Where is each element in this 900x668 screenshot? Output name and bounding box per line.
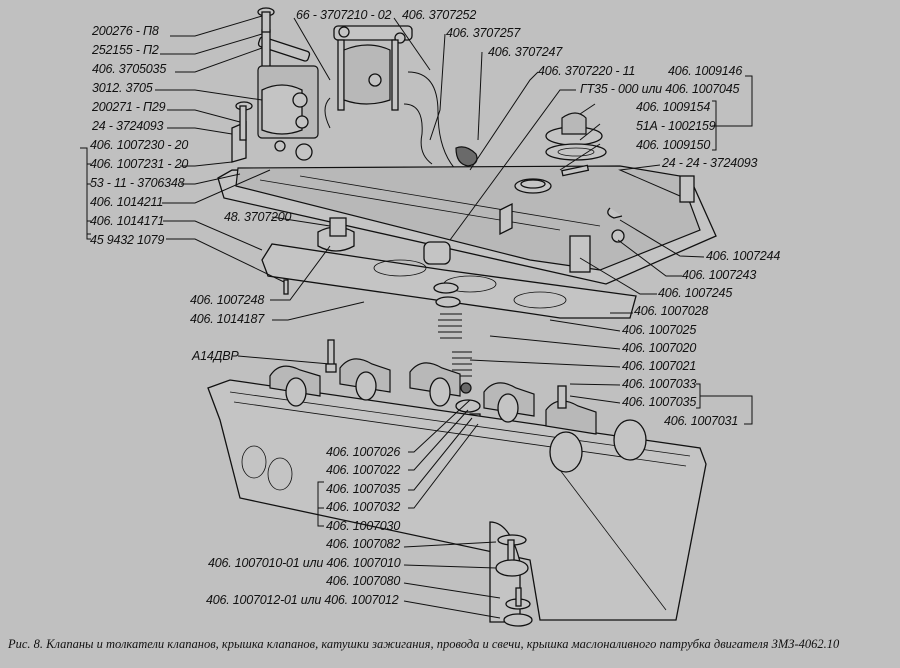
valves <box>489 521 533 627</box>
part-label: 406. 1007245 <box>658 286 733 300</box>
part-label: 406. 3707257 <box>446 26 521 40</box>
part-label: 200271 - П29 <box>92 100 166 114</box>
part-label: 24 - 24 - 3724093 <box>662 156 758 170</box>
part-label: 406. 1007243 <box>682 268 757 282</box>
part-label: 406. 1007010-01 или 406. 1007010 <box>208 556 401 570</box>
part-label: 51А - 1002159 <box>636 119 716 133</box>
part-label: 406. 1007022 <box>326 463 401 477</box>
part-label: 406. 1007080 <box>326 574 401 588</box>
part-label: 406. 1007082 <box>326 537 401 551</box>
part-label: 406. 3707220 - 11 <box>538 64 636 78</box>
part-label: 406. 1007012-01 или 406. 1007012 <box>206 593 399 607</box>
part-label: 66 - 3707210 - 02 <box>296 8 392 22</box>
valve-cover-gasket <box>261 217 637 319</box>
part-label: 406. 3707252 <box>402 8 477 22</box>
part-label: 406. 1007230 - 20 <box>90 138 189 152</box>
part-label: 406. 1007248 <box>190 293 265 307</box>
part-label: 406. 3707247 <box>488 45 563 59</box>
part-label: 406. 1009146 <box>668 64 743 78</box>
part-label: 406. 1009154 <box>636 100 711 114</box>
part-label: 406. 1007026 <box>326 445 401 459</box>
part-label: 406. 1007020 <box>622 341 697 355</box>
oil-filler-cap <box>545 112 607 177</box>
part-label: 406. 1007025 <box>622 323 697 337</box>
leader-lines <box>80 15 753 619</box>
part-label: 406. 1009150 <box>636 138 711 152</box>
part-label: 406. 1007035 <box>326 482 401 496</box>
part-label: 406. 1014187 <box>190 312 265 326</box>
part-label: 53 - 11 - 3706348 <box>90 176 185 190</box>
part-label: 406. 3705035 <box>92 62 167 76</box>
part-label: 406. 1007244 <box>706 249 781 263</box>
part-label: 252155 - П2 <box>92 43 159 57</box>
part-label: 406. 1014171 <box>90 214 165 228</box>
part-label: 45 9432 1079 <box>90 233 165 247</box>
part-label: 24 - 3724093 <box>92 119 164 133</box>
part-label: ГТ35 - 000 или 406. 1007045 <box>580 82 740 96</box>
part-label: 406. 1007021 <box>622 359 697 373</box>
part-label: 406. 1007031 <box>664 414 739 428</box>
figure-caption: Рис. 8. Клапаны и толкатели клапанов, кр… <box>8 637 840 651</box>
part-label: 406. 1007032 <box>326 500 401 514</box>
part-label: 406. 1007028 <box>634 304 709 318</box>
part-label: 406. 1007033 <box>622 377 697 391</box>
part-label: 200276 - П8 <box>92 24 159 38</box>
part-label: 406. 1007035 <box>622 395 697 409</box>
part-label: 406. 1014211 <box>90 195 164 209</box>
part-label: А14ДВР <box>192 349 239 363</box>
part-label: 3012. 3705 <box>92 81 153 95</box>
part-label: 48. 3707200 <box>224 210 292 224</box>
ignition-coil-assembly <box>231 7 541 187</box>
cylinder-head <box>207 339 707 621</box>
valve-cover <box>217 165 717 285</box>
part-label: 406. 1007030 <box>326 519 401 533</box>
part-label: 406. 1007231 - 20 <box>90 157 189 171</box>
